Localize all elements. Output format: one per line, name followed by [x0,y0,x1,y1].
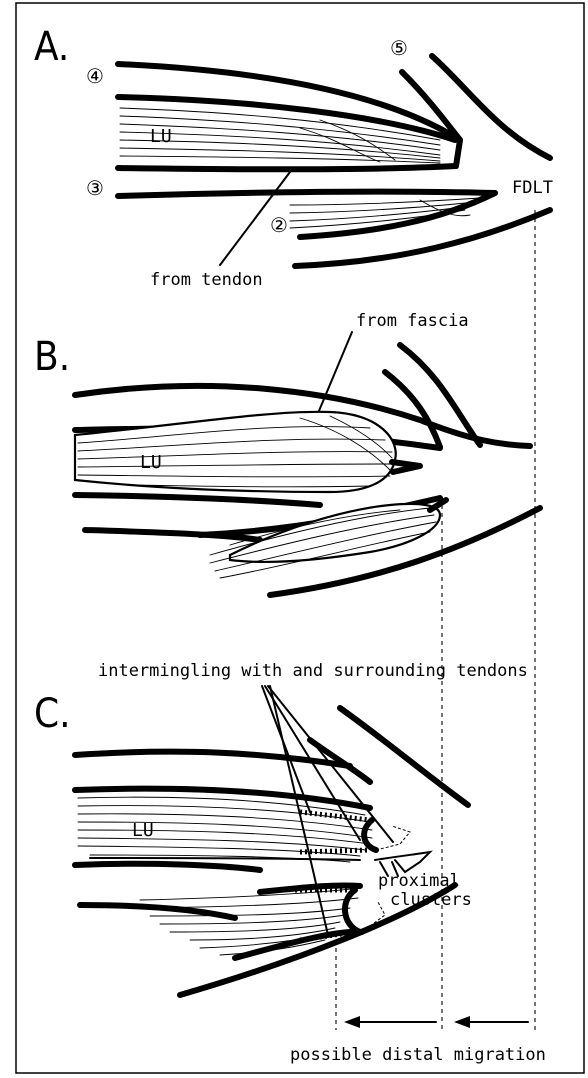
lu-c-outline [90,858,360,860]
tendon-b-mid-bottom [75,495,320,505]
intermingling-label: intermingling with and surrounding tendo… [98,661,528,681]
lu-b-label: LU [140,452,162,473]
panel-a: A. [34,24,553,290]
dash-c-upper [376,826,410,850]
migration-arrow-left [344,1016,436,1028]
panel-b: B. from fascia LU [34,311,540,595]
lu-c-fibers [78,797,372,862]
from-fascia-leader [316,332,352,418]
panel-c-letter: C. [34,691,71,737]
clusters-label: clusters [390,890,472,910]
digit-5-label: ⑤ [390,36,408,60]
cluster-c-lower [345,890,360,932]
panel-c: intermingling with and surrounding tendo… [34,661,528,995]
digit-2-label: ② [270,213,288,237]
tendon-c-upper-a [340,708,468,805]
lu-c-label: LU [132,820,154,841]
lu-a-label: LU [150,126,172,147]
tendon-3-lower [118,192,495,196]
cluster-c-upper [364,820,376,850]
dots-c-upper-top [300,812,370,820]
tendon-2-upper [300,193,495,237]
from-fascia-label: from fascia [356,311,469,331]
panel-b-letter: B. [34,334,70,380]
from-tendon-label: from tendon [150,270,263,290]
digit-3-label: ③ [86,176,104,200]
dots-c-upper-bottom [300,850,370,852]
tendon-5-upper [432,56,550,158]
lu-b-tendon-tip [392,462,420,472]
panel-a-letter: A. [34,24,69,70]
migration-label: possible distal migration [290,1045,546,1065]
fdlt-label: FDLT [512,178,553,198]
tendon-c-outer-top [75,752,350,766]
tendon-c-mid-bottom [75,864,260,870]
proximal-label: proximal [378,871,460,891]
digit-4-label: ④ [86,64,104,88]
migration-arrow-right [454,1016,528,1028]
